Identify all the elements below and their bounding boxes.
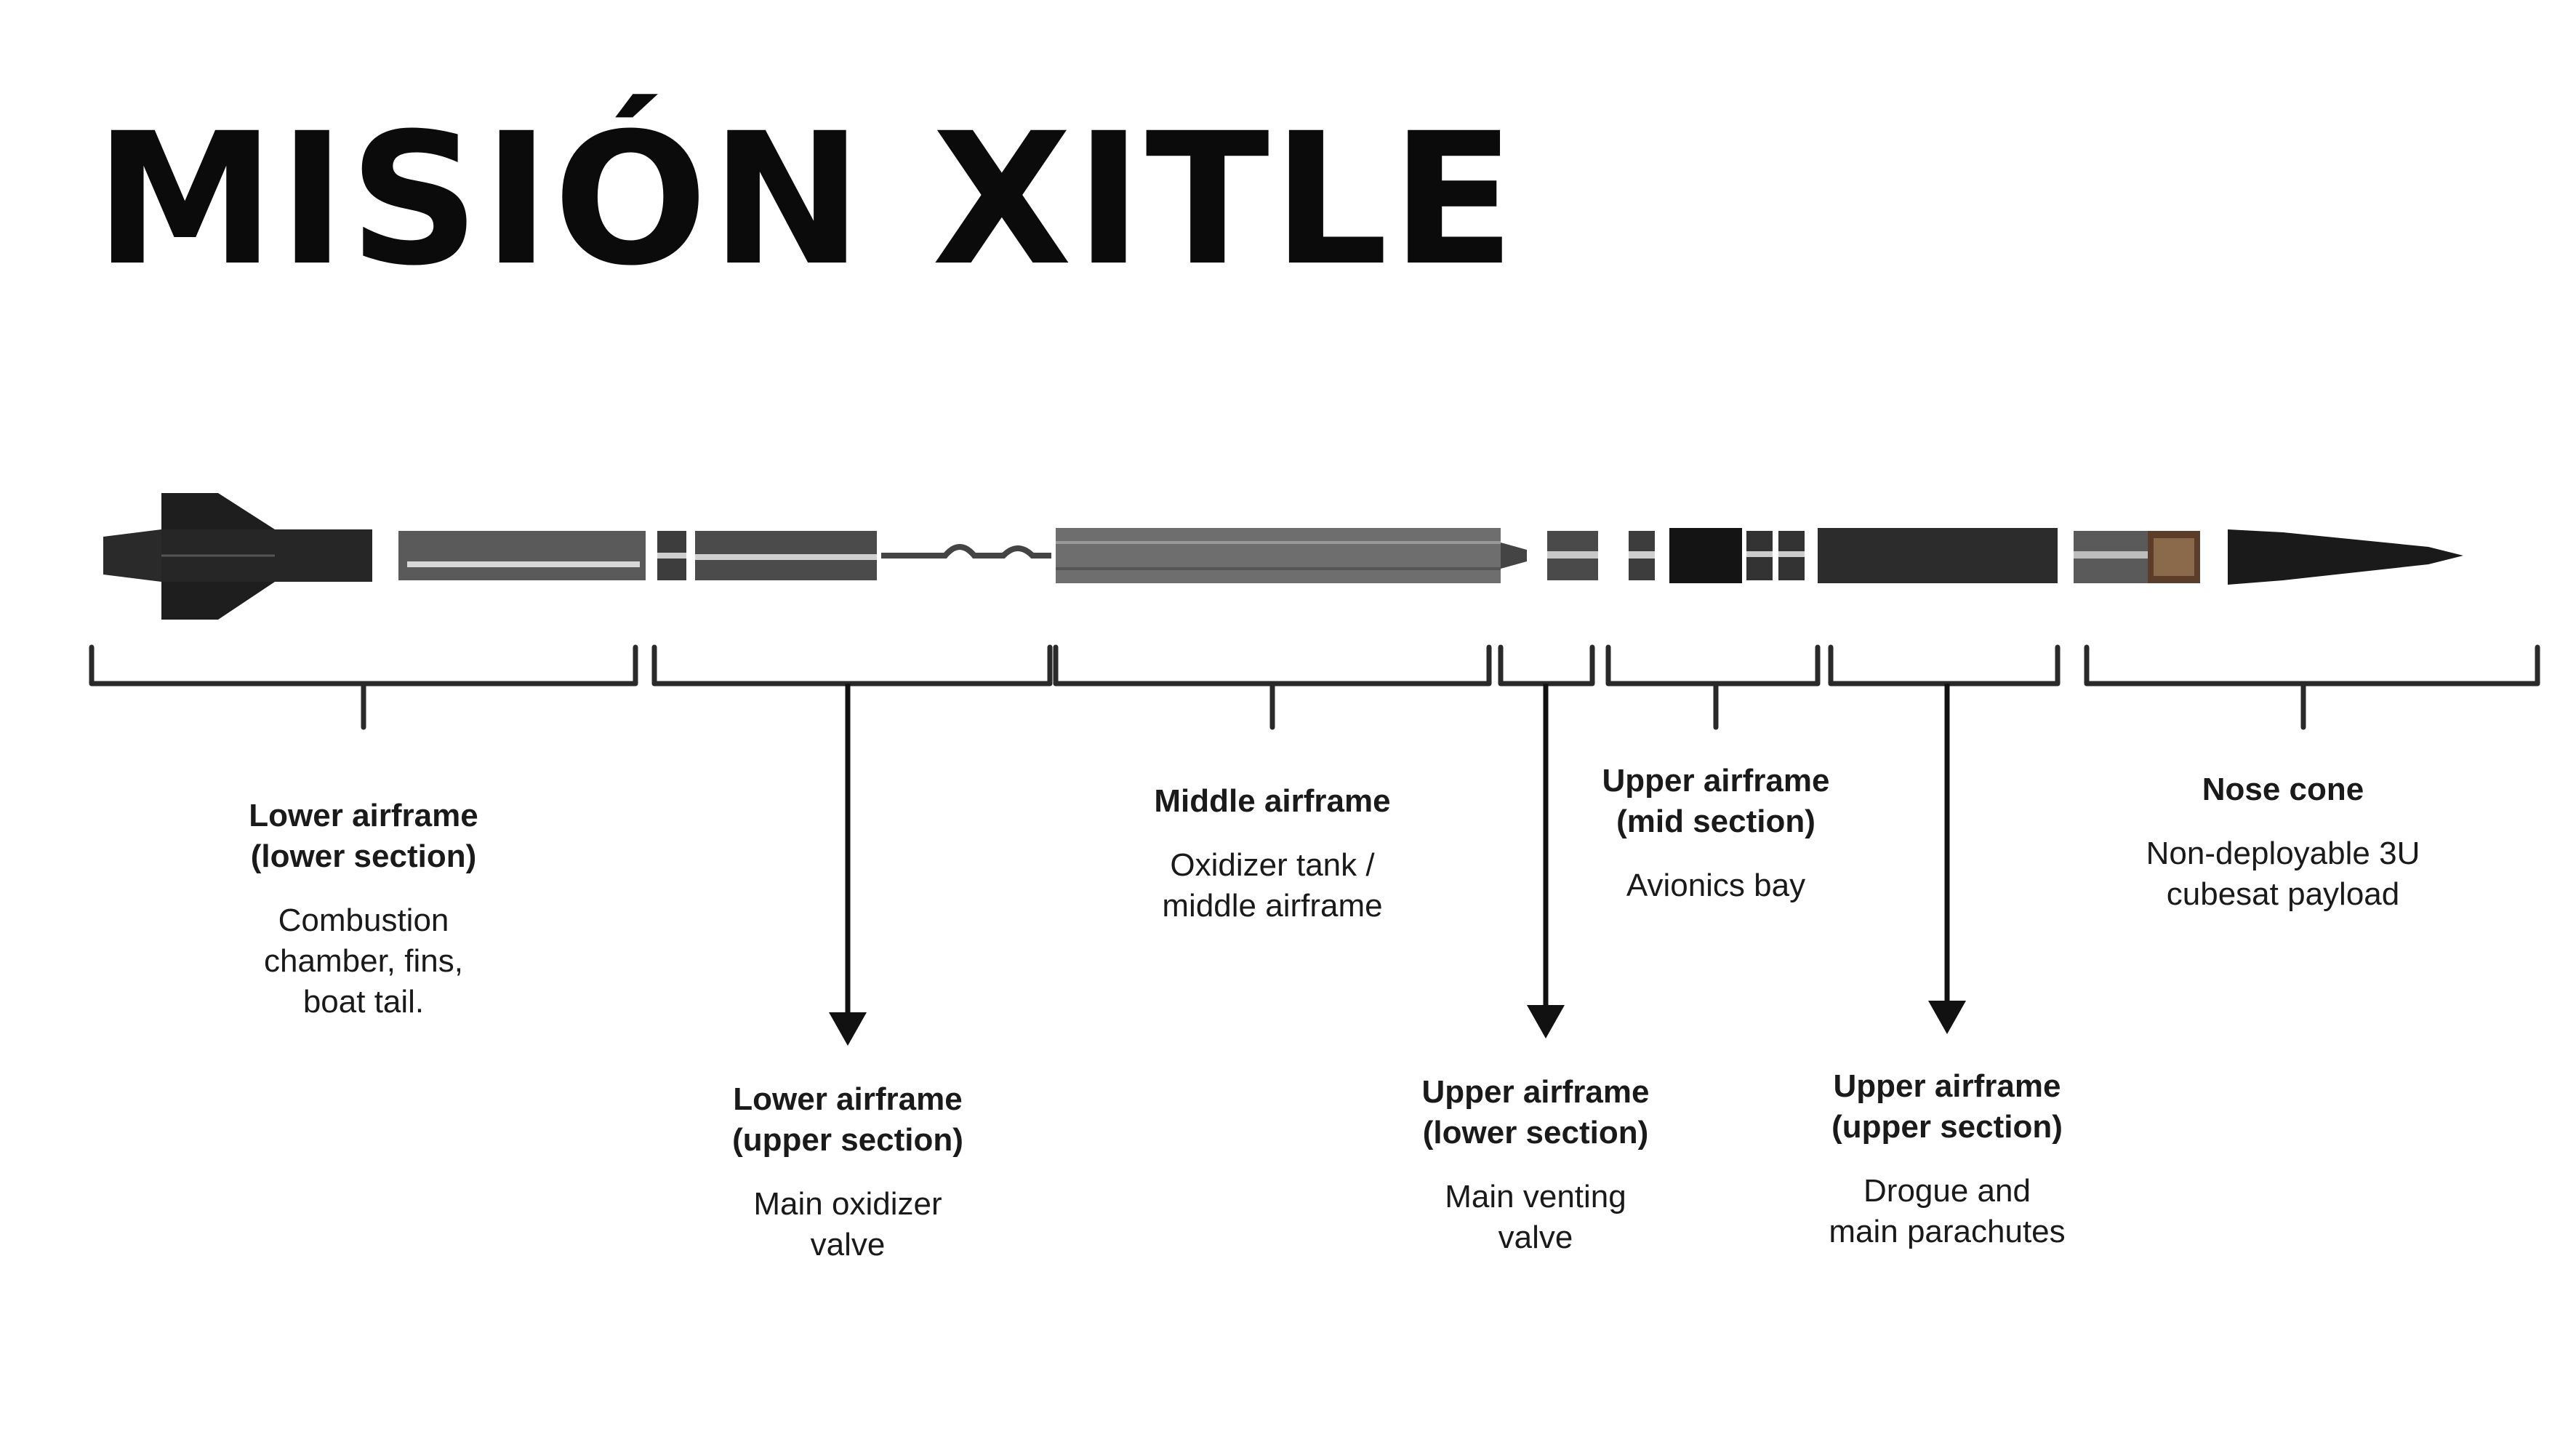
section-title: Nose cone — [2202, 772, 2364, 807]
brace-middle-airframe — [1053, 644, 1492, 730]
brace-nose-cone — [2084, 644, 2540, 730]
section-label-lower-airframe-lower: Lower airframe (lower section) Combustio… — [233, 796, 494, 1022]
section-label-lower-airframe-upper: Lower airframe (upper section) Main oxid… — [717, 1079, 979, 1265]
upper-airframe-upper-section-part — [1818, 528, 2058, 583]
section-description: Main oxidizer valve — [753, 1186, 942, 1262]
section-description: Main venting valve — [1445, 1179, 1626, 1255]
upper-airframe-mid-section-part — [1629, 528, 1805, 583]
lower-airframe-upper-section-part — [398, 531, 1051, 580]
section-label-nose-cone: Nose cone Non-deployable 3U cubesat payl… — [2130, 769, 2436, 915]
section-title: Upper airframe (mid section) — [1602, 763, 1830, 839]
upper-airframe-lower-section-part — [1547, 531, 1598, 580]
section-description: Avionics bay — [1626, 868, 1806, 903]
section-title: Lower airframe (upper section) — [732, 1081, 963, 1158]
section-description: Combustion chamber, fins, boat tail. — [264, 902, 463, 1020]
section-label-upper-airframe-mid: Upper airframe (mid section) Avionics ba… — [1585, 761, 1847, 906]
section-title: Upper airframe (upper section) — [1831, 1068, 2063, 1145]
section-title: Lower airframe (lower section) — [249, 798, 478, 874]
brace-upper-airframe-lower-section — [1498, 644, 1595, 687]
brace-lower-airframe-lower-section — [89, 644, 638, 730]
brace-upper-airframe-upper-section — [1828, 644, 2061, 687]
section-braces — [89, 644, 2540, 730]
rocket-body — [103, 493, 2463, 620]
brace-upper-airframe-mid-section — [1605, 644, 1821, 730]
section-title: Upper airframe (lower section) — [1421, 1074, 1650, 1150]
section-title: Middle airframe — [1154, 783, 1391, 819]
middle-airframe-part — [1056, 528, 1527, 583]
brace-lower-airframe-upper-section — [651, 644, 1053, 687]
pointer-arrows — [829, 684, 1966, 1046]
section-description: Non-deployable 3U cubesat payload — [2146, 836, 2420, 912]
section-label-upper-airframe-lower: Upper airframe (lower section) Main vent… — [1405, 1072, 1666, 1258]
section-label-upper-airframe-upper: Upper airframe (upper section) Drogue an… — [1802, 1066, 2093, 1252]
lower-airframe-lower-section-part — [103, 493, 372, 620]
nose-cone-part — [2074, 529, 2463, 585]
section-description: Oxidizer tank / middle airframe — [1162, 847, 1383, 924]
section-description: Drogue and main parachutes — [1829, 1173, 2066, 1249]
section-label-middle-airframe: Middle airframe Oxidizer tank / middle a… — [1141, 781, 1403, 926]
fin-shape — [161, 493, 275, 529]
page-title: MISIÓN XITLE — [95, 94, 1519, 305]
